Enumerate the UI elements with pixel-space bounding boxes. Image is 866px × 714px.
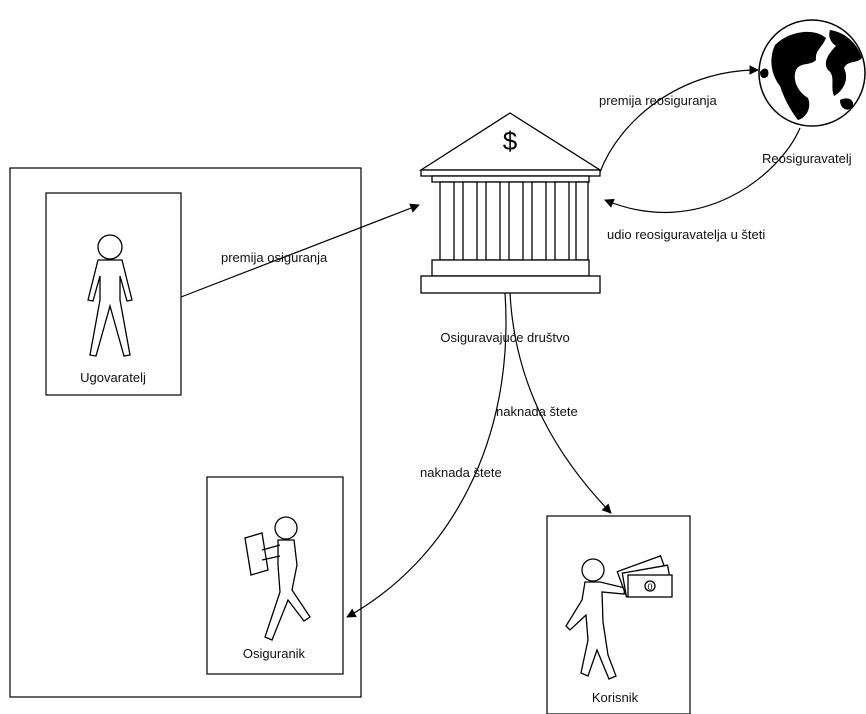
svg-text:0: 0: [647, 582, 652, 592]
policyholder-group-frame: [9, 167, 362, 698]
korisnik-label: Korisnik: [592, 690, 639, 705]
person-with-money-icon: 0: [565, 555, 673, 680]
osiguravajuce-drustvo-node: $ Osiguravajuće društvo: [418, 112, 603, 345]
person-icon: [87, 234, 133, 357]
reosiguravatelj-label: Reosiguravatelj: [762, 151, 852, 166]
label-naknada-stete-korisnik: naknada štete: [496, 404, 578, 419]
korisnik-node: 0 Korisnik: [546, 515, 691, 714]
dollar-sign-icon: $: [503, 126, 518, 156]
edge-premija-reosiguranja: [599, 65, 759, 173]
label-udio-reosiguravatelja: udio reosiguravatelja u šteti: [607, 227, 765, 242]
label-premija-osiguranja: premija osiguranja: [221, 250, 328, 265]
osiguravajuce-drustvo-label: Osiguravajuće društvo: [440, 330, 569, 345]
banknotes-icon: 0: [616, 555, 673, 598]
reosiguravatelj-node: Reosiguravatelj: [758, 19, 866, 166]
label-premija-reosiguranja: premija reosiguranja: [599, 93, 718, 108]
person-carrying-box-icon: [244, 516, 311, 641]
ugovaratelj-node: Ugovaratelj: [45, 192, 182, 396]
label-naknada-stete-osiguranik: naknada štete: [420, 465, 502, 480]
osiguranik-node: Osiguranik: [206, 476, 344, 675]
edge-udio-reosiguravatelja: [604, 127, 801, 213]
edge-naknada-stete-osiguranik: [346, 292, 507, 618]
globe-icon: [758, 19, 866, 127]
edge-naknada-stete-korisnik: [509, 292, 612, 514]
bank-building-icon: [418, 112, 603, 294]
ugovaratelj-label: Ugovaratelj: [80, 370, 146, 385]
osiguranik-label: Osiguranik: [243, 646, 306, 661]
edge-premija-osiguranja: [180, 203, 420, 298]
